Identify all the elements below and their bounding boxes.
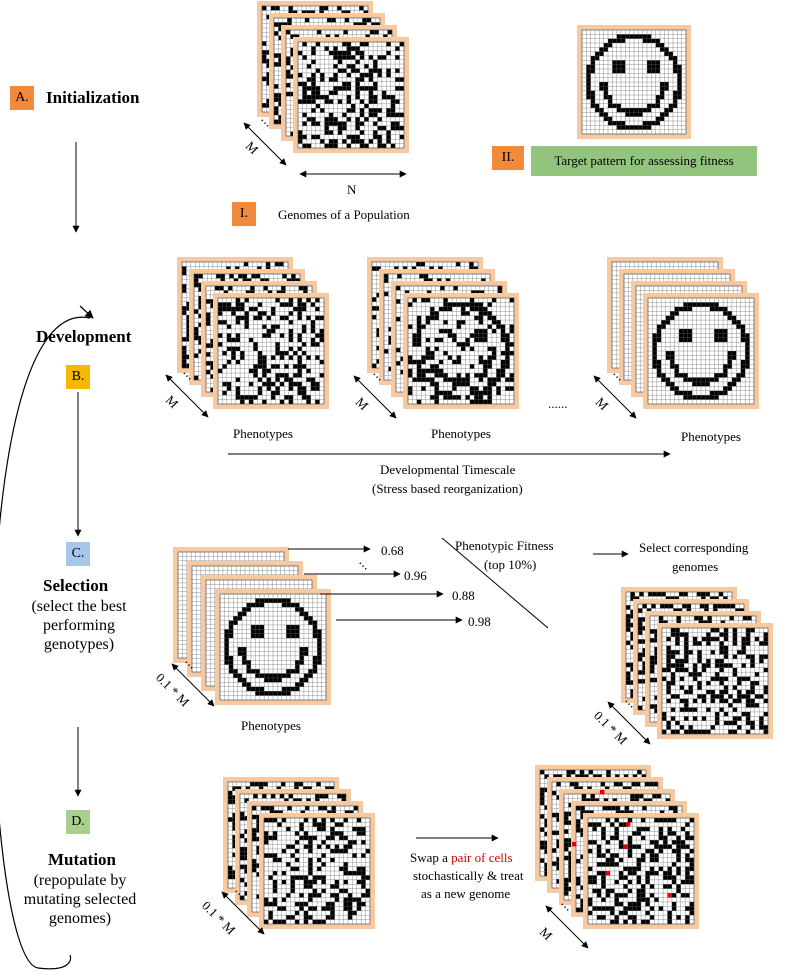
mutated-marker-2: [572, 842, 577, 847]
fitness-value-3: 0.88: [452, 588, 475, 603]
genomes-label: Genomes of a Population: [278, 207, 410, 222]
badge-a: A.: [10, 86, 34, 110]
loop-arrow: [0, 316, 91, 970]
phenotypes-ellipsis: ......: [548, 396, 568, 411]
target-label: Target pattern for assessing fitness: [531, 146, 757, 176]
fitness-value-2: 0.96: [404, 568, 427, 583]
target-grid-cells: [586, 34, 682, 130]
swap-label-1: Swap a pair of cells: [410, 850, 513, 866]
genome-grid-3-lines: [297, 41, 405, 149]
axis-01m-arrow-sel: [171, 663, 215, 707]
phenotypes-label-2: Phenotypes: [431, 426, 491, 441]
fitness-value-1: 0.68: [381, 543, 404, 558]
genome-mutated-4-mutated-cell-2: [667, 893, 672, 898]
axis-m-arrow-dev: [165, 374, 209, 418]
genome-parent-3-lines: [263, 817, 371, 925]
axis-01m-arrow-mut: [221, 891, 265, 935]
timescale-label: Developmental Timescale: [380, 462, 516, 477]
badge-target: II.: [492, 146, 524, 170]
genome-mutated-4-mutated-cell-1: [605, 871, 611, 876]
fitness-label: Phenotypic Fitness: [455, 538, 554, 553]
stack-dots-6: ···: [354, 557, 372, 575]
swap-text-highlight: pair of cells: [451, 850, 513, 865]
axis-m-arrow-init: [243, 122, 287, 166]
step-initialization-title: Initialization: [46, 88, 140, 107]
mutated-marker-1: [626, 822, 631, 827]
swap-text-a: Swap a: [410, 850, 452, 865]
mutated-marker-0: [600, 790, 605, 795]
badge-genomes: I.: [232, 202, 256, 226]
fitness-sublabel: (top 10%): [484, 557, 537, 572]
timescale-sublabel: (Stress based reorganization): [372, 481, 523, 496]
axis-m-arrow-mut: [545, 905, 589, 949]
grid-stacks: [173, 1, 773, 929]
step-mutation-title: Mutation: [48, 850, 116, 869]
phenotypes-label-3: Phenotypes: [681, 429, 741, 444]
genome-mutated-4-mutated-cell-0: [623, 844, 628, 849]
select-label-1: Select corresponding: [639, 540, 749, 555]
phenotypes-label-sel: Phenotypes: [241, 718, 301, 733]
badge-d: D.: [66, 810, 90, 834]
swap-label-3: as a new genome: [421, 886, 511, 901]
axis-m-arrow-dev2: [353, 375, 397, 419]
step-development-title: Development: [36, 327, 132, 346]
badge-b: B.: [66, 365, 90, 389]
axis-m-arrow-dev3: [593, 375, 637, 419]
phenotype-stage3-3-lines: [647, 297, 755, 405]
phenotype-stage3-3-cells: [652, 302, 750, 400]
step-selection-title: Selection: [43, 576, 109, 595]
genome-selected-3-lines: [661, 627, 769, 735]
axis-n-label: N: [347, 182, 357, 197]
fitness-value-4: 0.98: [468, 614, 491, 629]
fitness-bracket: [441, 537, 549, 629]
step-mutation-subtitle: (repopulate by mutating selected genomes…: [23, 872, 137, 927]
select-label-2: genomes: [672, 559, 719, 574]
step-selection-subtitle: (select the best performing genotypes): [31, 598, 127, 653]
badge-c: C.: [66, 542, 90, 566]
axis-01m-arrow-genomes: [607, 701, 651, 745]
phenotype-stage1-3-lines: [217, 297, 325, 405]
phenotype-selected-3-cells: [224, 598, 322, 696]
phenotype-selected-3-lines: [219, 593, 327, 701]
target-grid-lines: [581, 29, 687, 135]
loop-arrow-head: [79, 305, 94, 319]
swap-label-2: stochastically & treat: [413, 868, 524, 883]
phenotypes-label-1: Phenotypes: [233, 426, 293, 441]
phenotype-stage2-3-lines: [407, 297, 515, 405]
